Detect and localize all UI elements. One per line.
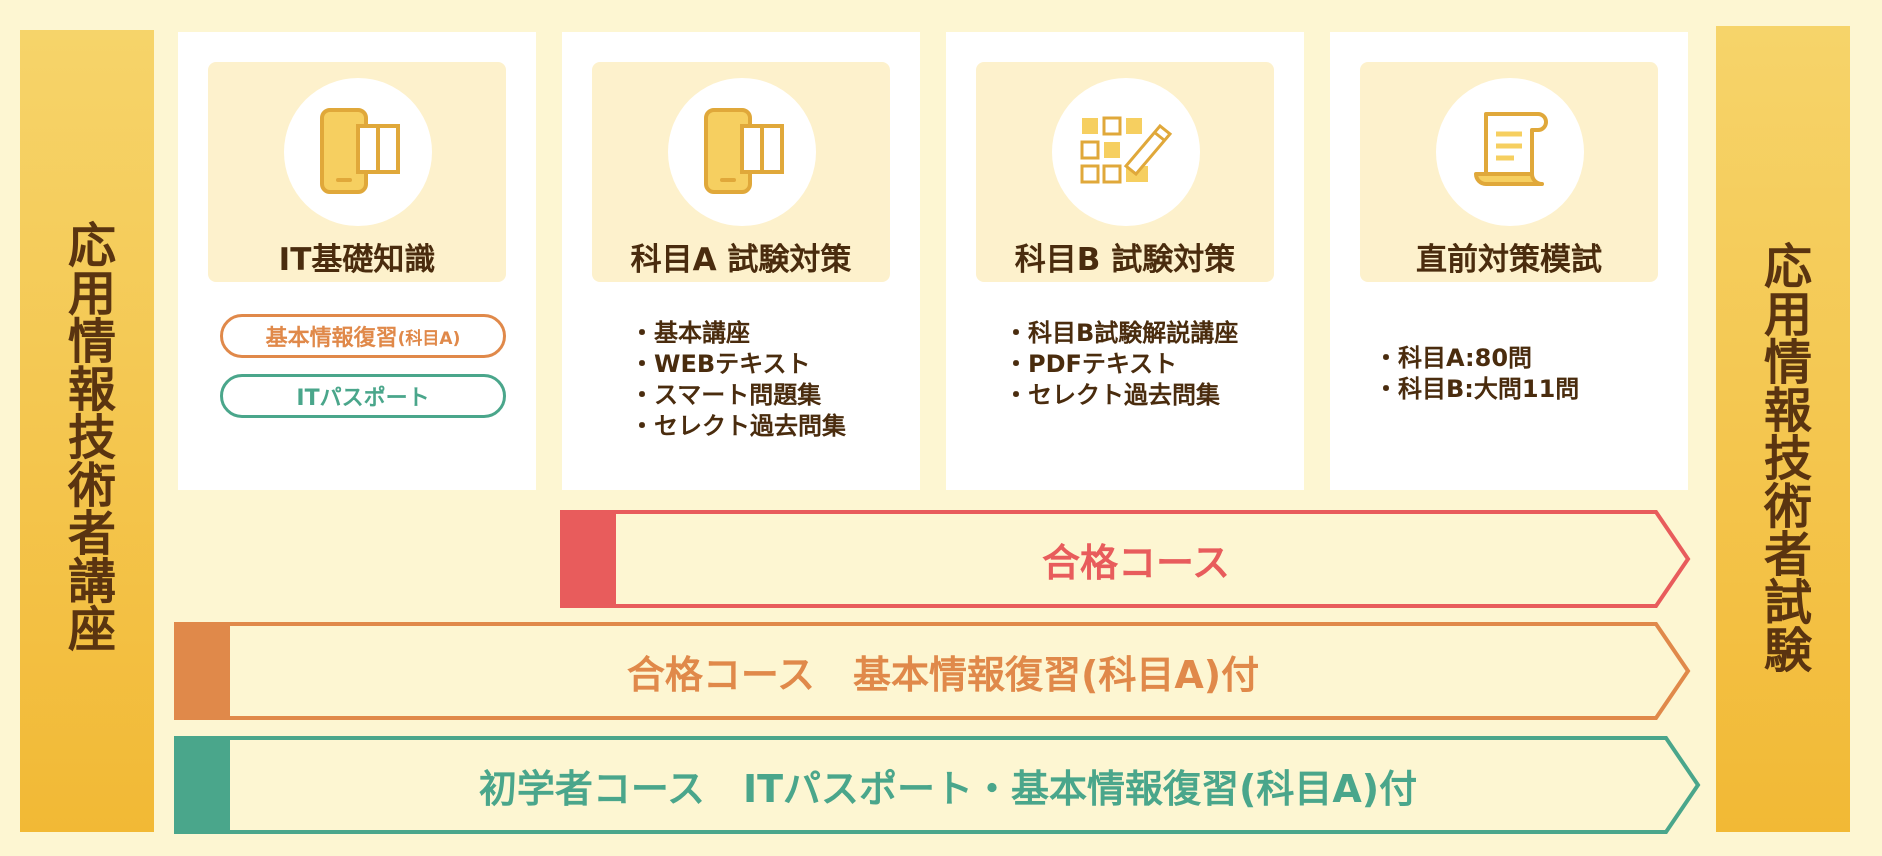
right-pillar: 応用情報技術者試験 [1716, 26, 1850, 832]
list-item: スマート問題集 [630, 380, 846, 411]
left-pillar: 応用情報技術者講座 [20, 30, 154, 832]
card-subject-b: 科目B 試験対策 科目B試験解説講座 PDFテキスト セレクト過去問集 [946, 32, 1304, 490]
card-subject-a: 科目A 試験対策 基本講座 WEBテキスト スマート問題集 セレクト過去問集 [562, 32, 920, 490]
icon-circle [668, 78, 816, 226]
grid-pencil-icon [1080, 116, 1173, 184]
list-item: 科目A:80問 [1374, 343, 1579, 374]
list-item: 基本講座 [630, 318, 846, 349]
pill-basic-info-review: 基本情報復習(科目A) [220, 314, 506, 358]
band-arrow [174, 622, 1691, 720]
pill-it-passport: ITパスポート [220, 374, 506, 418]
list-item: PDFテキスト [1004, 349, 1238, 380]
card-header: 直前対策模試 [1360, 62, 1658, 282]
card-header: 科目B 試験対策 [976, 62, 1274, 282]
scroll-icon [1474, 112, 1548, 186]
card-mock-exam: 直前対策模試 科目A:80問 科目B:大問11問 [1330, 32, 1688, 490]
icon-circle [1436, 78, 1584, 226]
band-arrow [560, 510, 1691, 608]
course-label: 合格コース [1041, 540, 1231, 585]
list-item: セレクト過去問集 [630, 411, 846, 442]
pill-suffix: (科目A) [397, 328, 461, 349]
list-item: 科目B試験解説講座 [1004, 318, 1238, 349]
course-band-pass-with-review: 合格コース 基本情報復習(科目A)付 [174, 622, 1692, 720]
course-band-beginner: 初学者コース ITパスポート・基本情報復習(科目A)付 [174, 736, 1702, 834]
course-label: 合格コース 基本情報復習(科目A)付 [626, 652, 1260, 697]
card-title: 直前対策模試 [1416, 242, 1602, 278]
course-band-pass: 合格コース [560, 510, 1692, 608]
pill-label: 基本情報復習 [265, 326, 398, 351]
list-item: WEBテキスト [630, 349, 846, 380]
card-title: 科目B 試験対策 [1014, 242, 1236, 278]
icon-circle [1052, 78, 1200, 226]
card-header: 科目A 試験対策 [592, 62, 890, 282]
list-item: セレクト過去問集 [1004, 380, 1238, 411]
bullet-list: 科目A:80問 科目B:大問11問 [1374, 343, 1579, 405]
card-header: IT基礎知識 [208, 62, 506, 282]
course-name-vertical: 応用情報技術者講座 [59, 220, 115, 652]
bullet-list: 科目B試験解説講座 PDFテキスト セレクト過去問集 [1004, 318, 1238, 411]
list-item: 科目B:大問11問 [1374, 374, 1579, 405]
phone-book-icon [320, 108, 400, 194]
card-it-basics: IT基礎知識 基本情報復習(科目A) ITパスポート [178, 32, 536, 490]
exam-name-vertical: 応用情報技術者試験 [1755, 241, 1811, 673]
card-title: 科目A 試験対策 [630, 242, 852, 278]
bullet-list: 基本講座 WEBテキスト スマート問題集 セレクト過去問集 [630, 318, 846, 442]
course-label: 初学者コース ITパスポート・基本情報復習(科目A)付 [478, 766, 1418, 811]
phone-book-icon [704, 108, 784, 194]
pill-label: ITパスポート [296, 386, 430, 411]
card-title: IT基礎知識 [278, 242, 436, 278]
band-arrow [174, 736, 1701, 834]
icon-circle [284, 78, 432, 226]
